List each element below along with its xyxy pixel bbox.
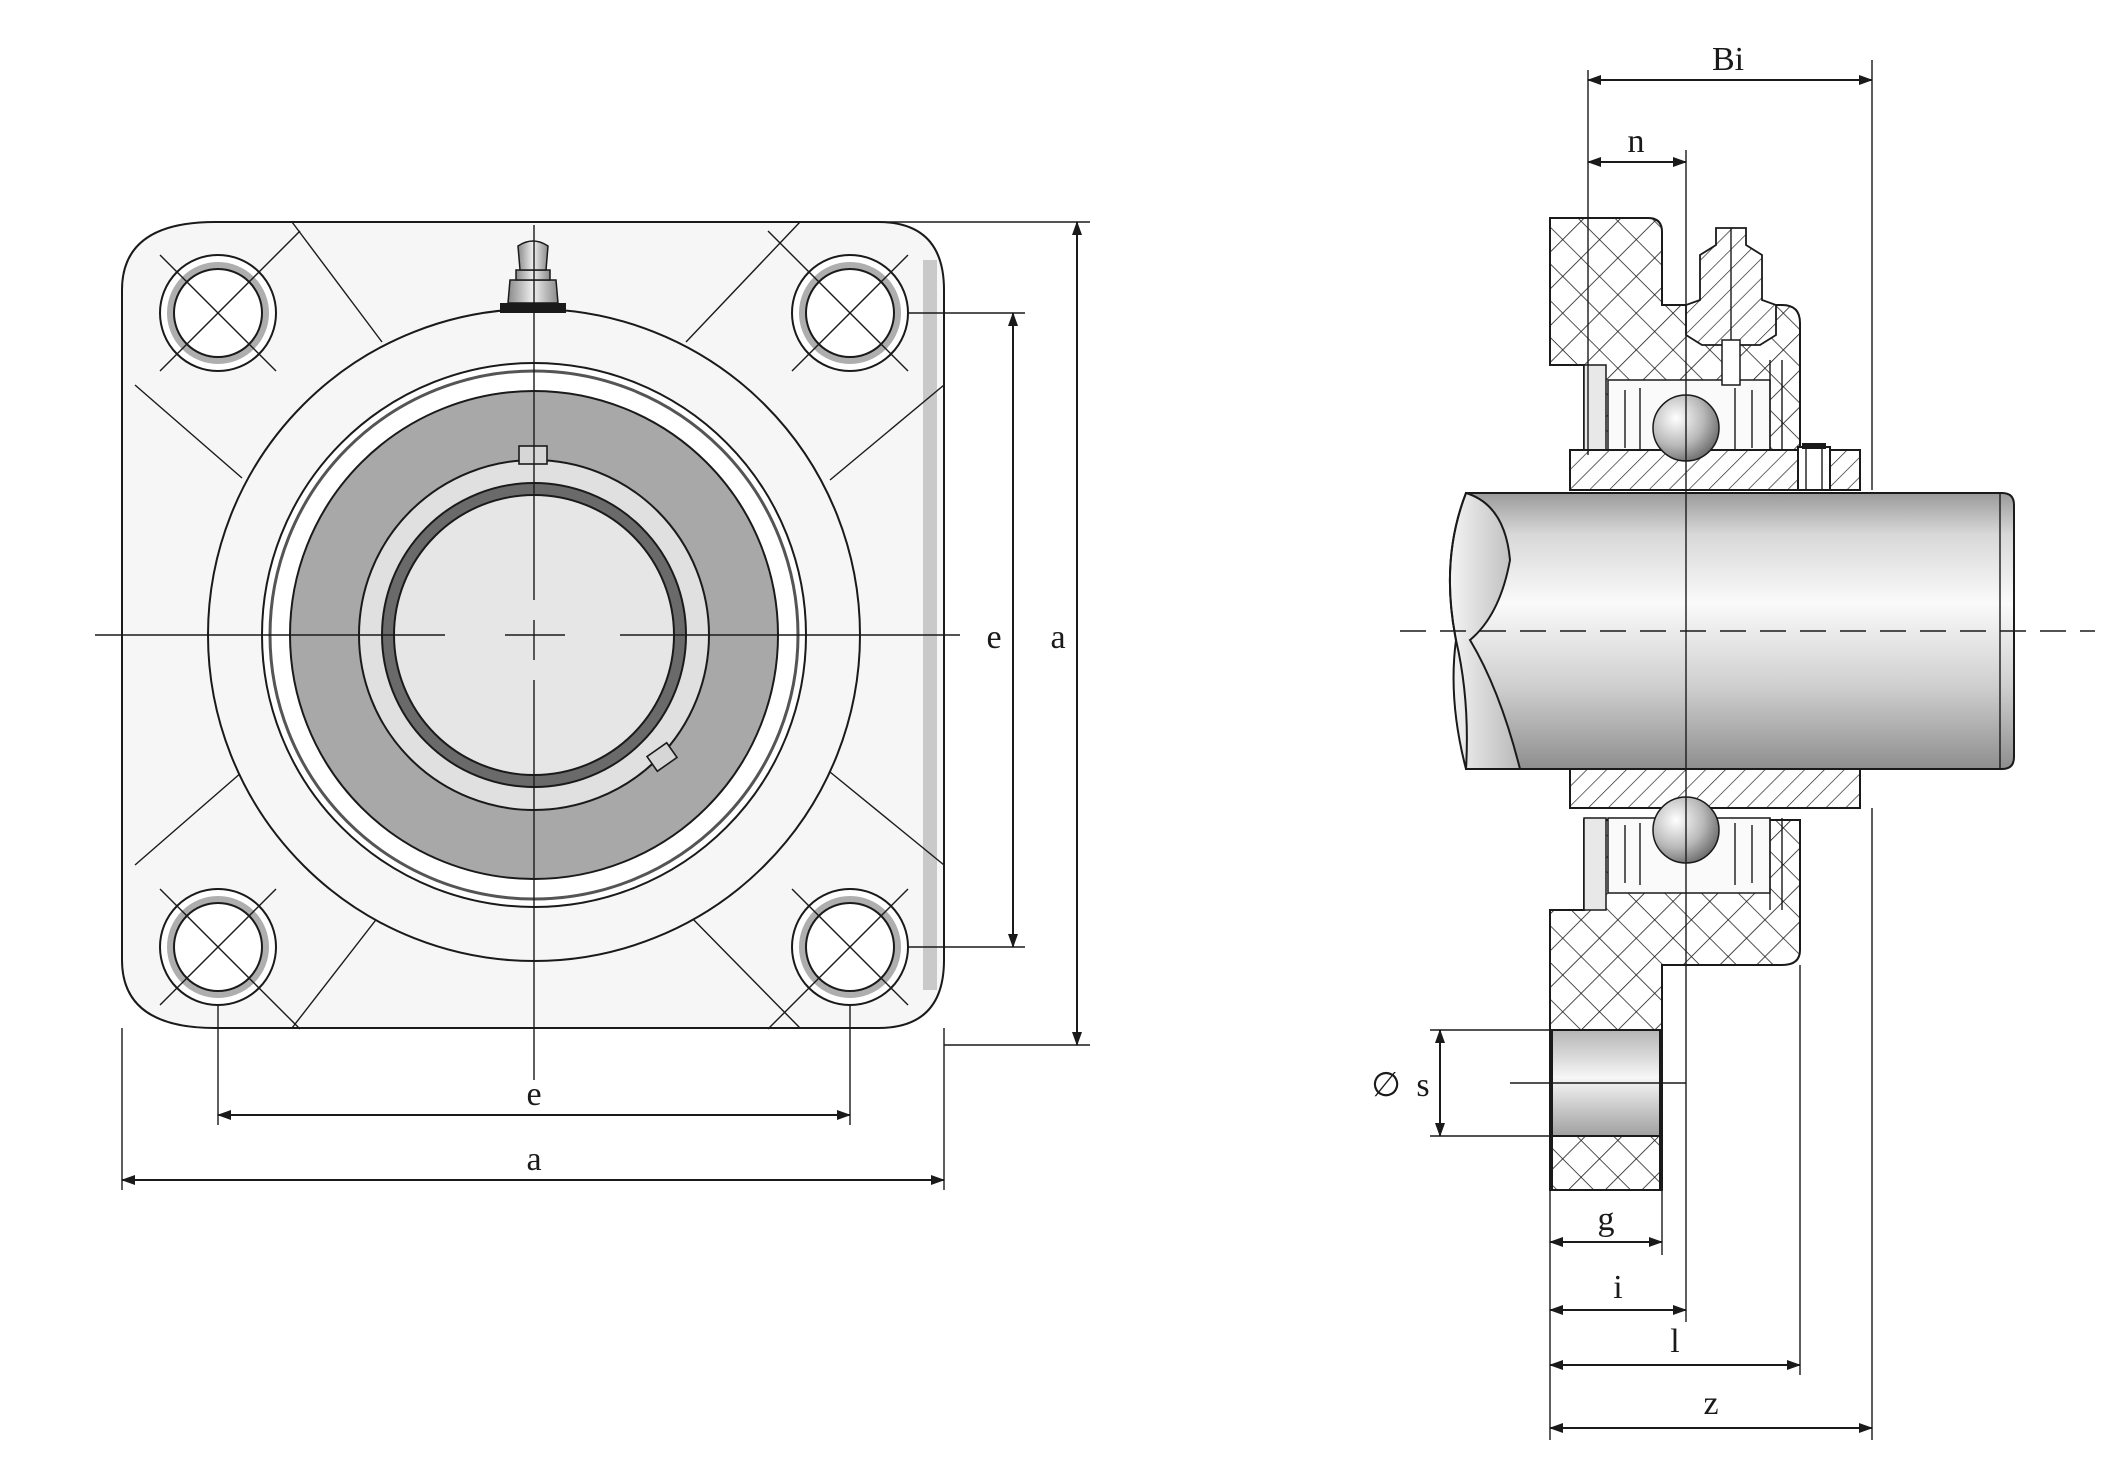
inner-ring-section-upper [1569,449,1861,491]
dimension-s: ∅ s [1371,1029,1445,1137]
bolt-hole-top-left [159,230,301,372]
set-screw-angled [645,741,679,773]
front-centerlines [95,225,960,1080]
label-l: l [1670,1323,1679,1360]
inner-ring-section-lower [1569,767,1861,809]
label-Bi: Bi [1712,41,1744,78]
set-screw-top [518,445,548,465]
label-a-vertical: a [1050,619,1065,656]
label-g: g [1598,1201,1615,1238]
front-view: e a e a [95,221,1090,1190]
label-a-horizontal: a [526,1141,541,1178]
dimension-a-vertical: a [1050,221,1082,1046]
dimension-Bi: Bi [1587,41,1873,85]
label-i: i [1613,1269,1622,1306]
label-n: n [1628,123,1645,160]
set-screw-section [1797,446,1831,491]
label-e-vertical: e [986,619,1001,656]
grease-nipple-icon [500,240,566,313]
bolt-hole-bottom-right [767,888,909,1030]
dimension-g: g [1549,1201,1663,1247]
label-s: s [1416,1067,1429,1104]
label-e-horizontal: e [526,1076,541,1113]
label-diameter-symbol: ∅ [1371,1067,1401,1104]
dimension-e-horizontal: e [217,1076,851,1120]
front-extension-lines [121,221,1090,1190]
bolt-hole-bottom-left [159,888,301,1030]
side-view: Bi n ∅ s g i l z [1371,41,2095,1440]
dimension-e-vertical: e [986,312,1018,948]
bolt-holes [159,230,909,1030]
dimension-a-horizontal: a [121,1141,945,1185]
bolt-hole-top-right [767,230,909,372]
dimension-l: l [1549,1323,1801,1370]
dimension-i: i [1549,1269,1687,1315]
label-z: z [1703,1385,1718,1422]
dimension-n: n [1587,123,1687,167]
flange-web-lines [134,221,945,1029]
dimension-z: z [1549,1385,1873,1433]
grease-nipple-section-icon [1685,227,1777,386]
